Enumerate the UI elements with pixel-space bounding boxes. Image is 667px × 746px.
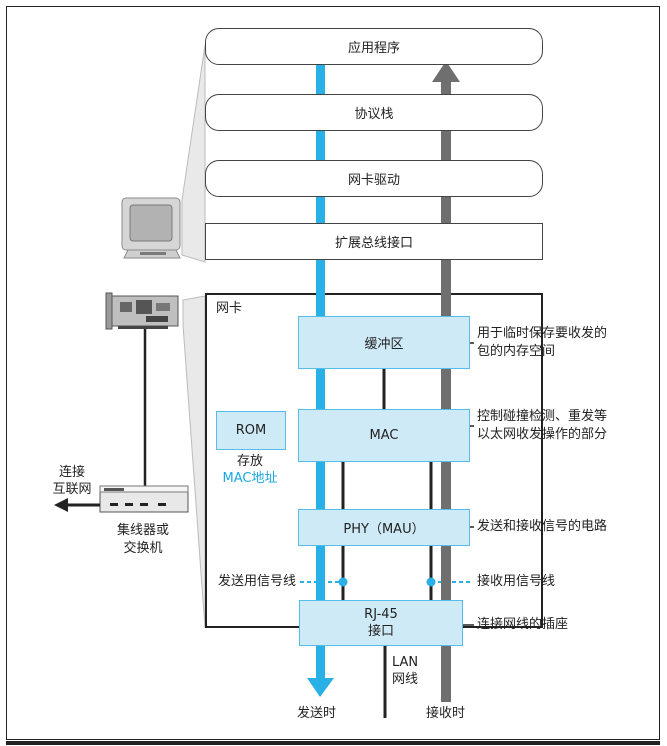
expansion-bus-label: 扩展总线接口 xyxy=(334,236,413,251)
card-projection xyxy=(182,295,206,629)
send-line-dot xyxy=(338,577,348,587)
hub-switch-icon xyxy=(99,485,189,513)
application-layer: 应用程序 xyxy=(205,28,543,65)
nic-driver-label: 网卡驱动 xyxy=(347,173,400,188)
internet-label-line2: 互联网 xyxy=(52,482,92,497)
network-card-icon xyxy=(105,292,179,330)
internet-label-line1: 连接 xyxy=(58,465,85,480)
rom-store-caption: 存放 xyxy=(236,454,263,469)
protocol-stack-layer: 协议栈 xyxy=(205,94,543,131)
computer-monitor-icon xyxy=(121,197,181,259)
lan-cable-label: 网线 xyxy=(392,672,419,687)
receive-arrow xyxy=(432,61,460,702)
buffer-module: 缓冲区 xyxy=(298,316,470,369)
internet-arrow-head xyxy=(54,498,68,512)
recv-line-label: 接收用信号线 xyxy=(477,574,556,589)
buffer-label: 缓冲区 xyxy=(364,337,404,352)
mac-desc-line1: 控制碰撞检测、重发等 xyxy=(477,409,608,424)
phy-label: PHY（MAU） xyxy=(343,522,425,537)
hub-label-line2: 交换机 xyxy=(123,541,163,556)
rj45-socket: RJ-45 接口 xyxy=(299,600,463,646)
figure-frame xyxy=(6,6,660,740)
nic-title: 网卡 xyxy=(216,301,243,316)
monitor-projection xyxy=(181,44,206,263)
socket-desc: 连接网线的插座 xyxy=(477,617,569,632)
send-arrow xyxy=(307,60,334,697)
phy-desc: 发送和接收信号的电路 xyxy=(477,519,608,534)
lan-label: LAN xyxy=(392,655,419,670)
rj45-interface-label: 接口 xyxy=(367,624,394,639)
receive-direction-label: 接收时 xyxy=(426,706,466,721)
nic-driver-layer: 网卡驱动 xyxy=(205,160,543,197)
application-layer-label: 应用程序 xyxy=(347,41,400,56)
recv-line-dot xyxy=(426,577,436,587)
protocol-stack-label: 协议栈 xyxy=(354,107,394,122)
mac-label: MAC xyxy=(369,428,399,443)
rom-mac-caption: MAC地址 xyxy=(222,471,278,486)
mac-module: MAC xyxy=(298,409,470,462)
send-line-label: 发送用信号线 xyxy=(218,574,297,589)
buffer-desc-line2: 包的内存空间 xyxy=(477,344,556,359)
rom-module: ROM xyxy=(216,411,286,450)
mac-desc-line2: 以太网收发操作的部分 xyxy=(477,427,608,442)
rj45-label: RJ-45 xyxy=(364,607,398,622)
send-direction-label: 发送时 xyxy=(297,706,337,721)
expansion-bus-interface: 扩展总线接口 xyxy=(205,223,543,260)
rom-label: ROM xyxy=(235,423,267,438)
buffer-desc-line1: 用于临时保存要收发的 xyxy=(477,326,608,341)
hub-label-line1: 集线器或 xyxy=(116,523,169,538)
phy-module: PHY（MAU） xyxy=(298,509,470,546)
bottom-rule xyxy=(6,741,660,745)
